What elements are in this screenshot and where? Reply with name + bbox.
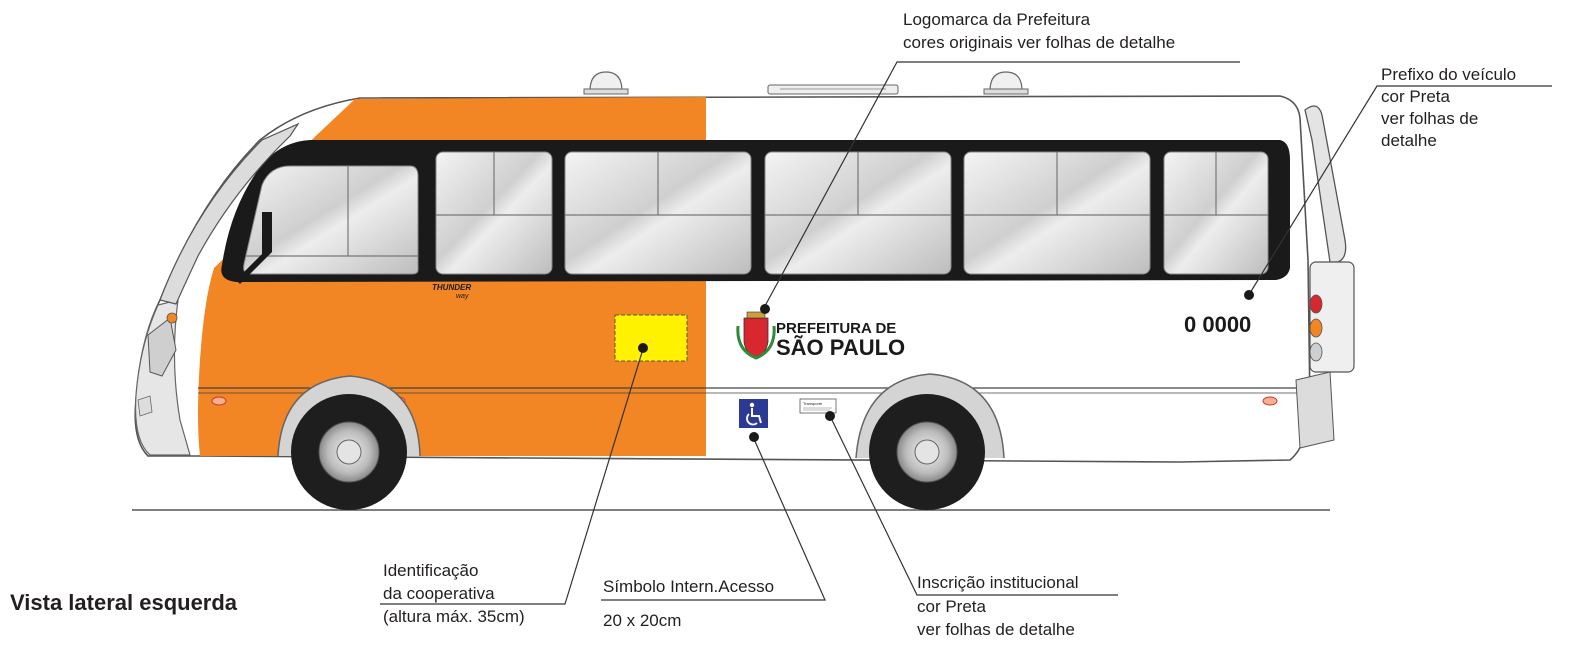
- view-title: Vista lateral esquerda: [10, 590, 238, 615]
- callout-logo-line1: Logomarca da Prefeitura: [903, 10, 1091, 29]
- callout-inscription-line3: ver folhas de detalhe: [917, 620, 1075, 639]
- callout-inscription-line1: Inscrição institucional: [917, 573, 1079, 592]
- callout-cooperative-line3: (altura máx. 35cm): [383, 607, 525, 626]
- side-windows: [243, 151, 1269, 275]
- callout-inscription-line2: cor Preta: [917, 597, 986, 616]
- prefeitura-logo: PREFEITURA DE SÃO PAULO: [736, 311, 905, 360]
- callout-prefix-line2: cor Preta: [1381, 87, 1450, 106]
- roof-equipment: [583, 71, 1029, 95]
- callout-access-line2: 20 x 20cm: [603, 611, 682, 630]
- callout-access-line1: Símbolo Intern.Acesso: [603, 577, 775, 596]
- callout-cooperative-line1: Identificação: [383, 561, 479, 580]
- callout-cooperative-line2: da cooperativa: [383, 584, 495, 603]
- front-wheel: [291, 394, 407, 510]
- side-mirror: [236, 212, 272, 284]
- callout-logo-line2: cores originais ver folhas de detalhe: [903, 33, 1176, 52]
- inscription-small-text: Transporte: [803, 401, 823, 406]
- callout-prefix-line4: detalhe: [1381, 131, 1437, 150]
- rear-lights: [1295, 261, 1355, 449]
- callout-prefix-line3: ver folhas de: [1381, 109, 1479, 128]
- brand-badge-line2: way: [456, 293, 469, 300]
- brand-badge-line1: THUNDER: [432, 283, 471, 292]
- logo-line2: SÃO PAULO: [776, 335, 905, 360]
- rear-wheel: [869, 394, 985, 510]
- callout-leaders: [380, 61, 1552, 605]
- logo-line1: PREFEITURA DE: [776, 320, 896, 337]
- callout-prefix-line1: Prefixo do veículo: [1381, 65, 1517, 84]
- cooperative-id-box: [614, 314, 688, 362]
- vehicle-prefix: 0 0000: [1184, 312, 1251, 337]
- accessibility-icon: [739, 399, 768, 428]
- rear-mirror: [1304, 105, 1347, 263]
- institutional-inscription: Transporte: [799, 398, 837, 414]
